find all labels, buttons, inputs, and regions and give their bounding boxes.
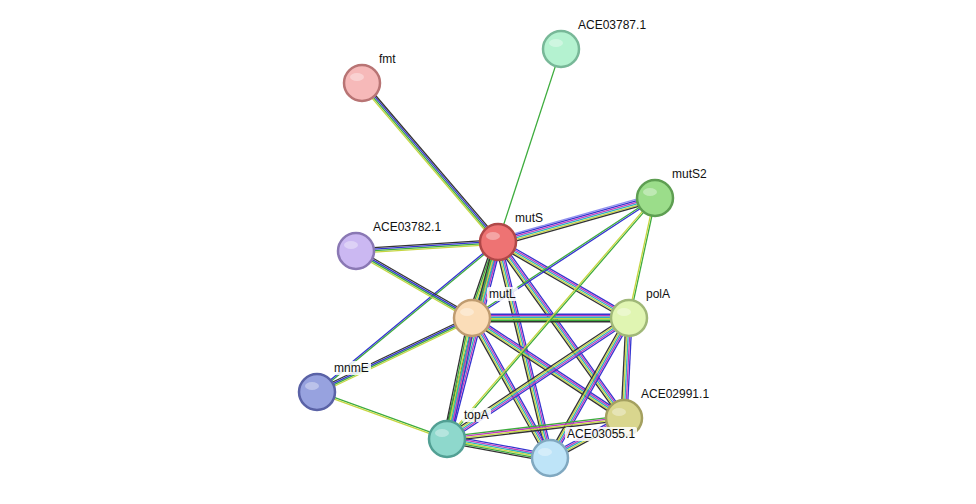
- interaction-edge: [332, 324, 456, 387]
- node-disc: [429, 421, 465, 457]
- node-label: ACE03782.1: [371, 220, 443, 234]
- interaction-edge: [487, 207, 641, 309]
- node-disc: [611, 300, 647, 336]
- node-label: mnmE: [332, 361, 371, 375]
- protein-node: fmt: [343, 64, 381, 102]
- evidence-strand: [370, 262, 455, 311]
- evidence-strand: [487, 208, 640, 308]
- node-circle: [531, 439, 569, 477]
- node-circle: [479, 223, 517, 261]
- evidence-strand: [515, 248, 615, 306]
- node-disc: [480, 224, 516, 260]
- node-circle: [337, 232, 375, 270]
- evidence-strand: [622, 336, 625, 400]
- node-disc: [543, 31, 579, 67]
- node-circle: [428, 420, 466, 458]
- protein-node: mutS: [479, 223, 517, 261]
- node-circle: [636, 179, 674, 217]
- node-disc: [637, 180, 673, 216]
- node-circle: [542, 30, 580, 68]
- evidence-strand: [334, 326, 457, 384]
- interaction-edge: [460, 325, 615, 431]
- node-disc: [454, 300, 490, 336]
- protein-node: ACE03055.1: [531, 439, 569, 477]
- node-highlight: [617, 308, 631, 316]
- evidence-strand: [454, 260, 496, 422]
- node-label: mutS: [513, 211, 545, 225]
- node-label: mutS2: [670, 167, 709, 181]
- node-highlight: [350, 73, 364, 81]
- evidence-strand: [371, 261, 456, 310]
- evidence-strand: [508, 257, 613, 404]
- interaction-edge: [504, 66, 556, 225]
- evidence-strand: [464, 444, 532, 456]
- evidence-strand: [461, 327, 613, 428]
- node-label: fmt: [377, 52, 398, 66]
- evidence-strand: [372, 259, 457, 308]
- evidence-strand: [465, 443, 533, 455]
- protein-node: mnmE: [298, 373, 336, 411]
- node-circle: [453, 299, 491, 337]
- evidence-strand: [334, 328, 457, 386]
- protein-node: ACE03787.1: [542, 30, 580, 68]
- node-highlight: [305, 382, 319, 390]
- node-disc: [532, 440, 568, 476]
- node-label: ACE03055.1: [565, 427, 637, 441]
- interaction-edge: [622, 336, 631, 400]
- evidence-strand: [490, 314, 611, 315]
- evidence-strand: [334, 397, 430, 432]
- node-label: polA: [644, 287, 672, 301]
- interaction-edge: [374, 241, 480, 252]
- node-highlight: [435, 429, 449, 437]
- evidence-strand: [489, 325, 611, 405]
- evidence-strand: [460, 325, 612, 426]
- node-circle: [610, 299, 648, 337]
- node-highlight: [538, 448, 552, 456]
- protein-node: mutS2: [636, 179, 674, 217]
- node-highlight: [643, 188, 657, 196]
- evidence-strand: [373, 258, 458, 307]
- node-highlight: [549, 39, 563, 47]
- evidence-strand: [374, 244, 480, 251]
- protein-node: ACE03782.1: [337, 232, 375, 270]
- evidence-strand: [373, 97, 486, 229]
- evidence-strand: [490, 321, 611, 322]
- protein-node: polA: [610, 299, 648, 337]
- evidence-strand: [332, 324, 455, 382]
- node-label: topA: [462, 408, 491, 422]
- protein-node: mutL: [453, 299, 491, 337]
- evidence-strand: [374, 242, 480, 249]
- evidence-strand: [372, 98, 485, 230]
- evidence-strand: [333, 325, 456, 383]
- node-disc: [338, 233, 374, 269]
- node-label: mutL: [487, 287, 518, 301]
- interaction-edge: [372, 95, 488, 230]
- evidence-strand: [374, 96, 487, 228]
- node-disc: [344, 65, 380, 101]
- node-highlight: [460, 308, 474, 316]
- evidence-strand: [464, 446, 532, 458]
- node-highlight: [486, 232, 500, 240]
- node-circle: [343, 64, 381, 102]
- interaction-edge: [370, 258, 457, 311]
- evidence-strand: [374, 241, 480, 248]
- evidence-strand: [504, 66, 556, 225]
- node-circle: [298, 373, 336, 411]
- protein-node: topA: [428, 420, 466, 458]
- node-highlight: [612, 408, 626, 416]
- evidence-strand: [375, 95, 488, 227]
- evidence-strand: [334, 399, 430, 434]
- interaction-edge: [464, 439, 533, 459]
- interaction-edge: [448, 258, 497, 422]
- interaction-edge: [334, 397, 431, 433]
- evidence-strand: [490, 315, 611, 316]
- node-label: ACE02991.1: [639, 387, 711, 401]
- node-highlight: [344, 241, 358, 249]
- evidence-strand: [455, 260, 497, 422]
- node-disc: [299, 374, 335, 410]
- node-label: ACE03787.1: [576, 18, 648, 32]
